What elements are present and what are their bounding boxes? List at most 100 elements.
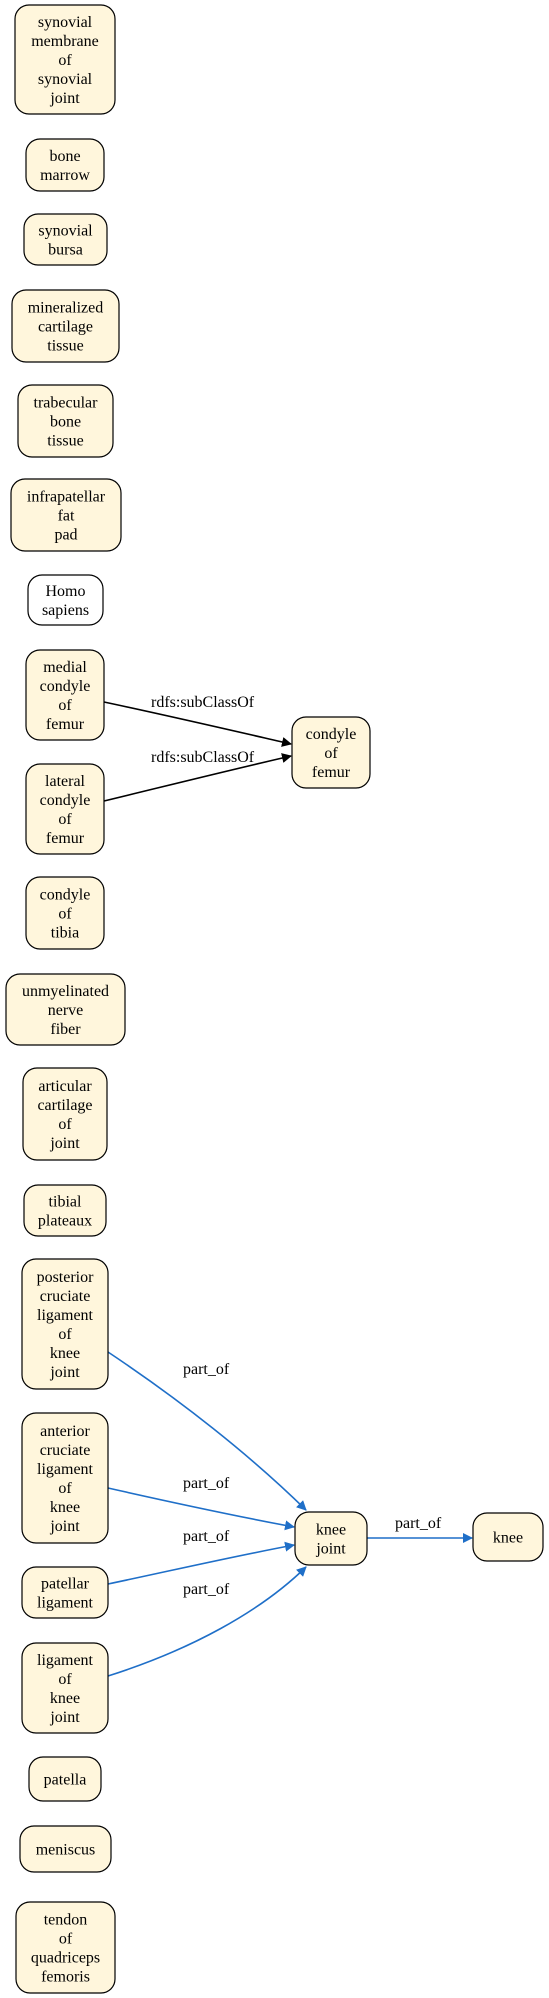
node-label-line: condyle [40, 886, 91, 903]
node-label-line: cruciate [40, 1442, 91, 1459]
node-label-line: tendon [44, 1911, 88, 1928]
node-synovial-bursa[interactable]: synovial bursa [23, 213, 108, 266]
node-condyle-of-tibia[interactable]: condyle of tibia [25, 876, 105, 950]
node-label-line: anterior [40, 1423, 90, 1440]
node-label-line: tibia [51, 924, 79, 941]
node-label-line: synovial [38, 222, 93, 239]
node-label-line: joint [49, 1364, 80, 1381]
node-label-line: tissue [47, 432, 83, 449]
node-box [294, 1511, 368, 1566]
edge-acl-part-of: part_of [107, 1475, 295, 1531]
edge-line [103, 701, 292, 747]
edge-ligament-part-of: part_of [107, 1566, 307, 1677]
node-label-line: pad [54, 526, 77, 543]
node-label-line: synovial [38, 14, 93, 31]
node-label-line: ligament [37, 1461, 94, 1478]
node-label-line: knee [493, 1529, 523, 1546]
node-label-line: lateral [45, 773, 86, 790]
node-label-line: joint [315, 1540, 346, 1557]
node-label-line: nerve [48, 1002, 84, 1019]
node-label-line: joint [49, 1518, 80, 1535]
edge-label: part_of [183, 1361, 230, 1378]
node-condyle-of-femur[interactable]: condyle of femur [291, 716, 371, 789]
node-box [27, 574, 104, 626]
node-lateral-condyle[interactable]: lateral condyle of femur [25, 763, 105, 855]
node-box [291, 716, 371, 789]
node-box [25, 763, 105, 855]
node-patella[interactable]: patella [28, 1756, 102, 1802]
node-label-line: mineralized [28, 299, 104, 316]
node-label-line: unmyelinated [22, 983, 109, 1000]
node-box [28, 1756, 102, 1802]
node-label-line: cartilage [38, 318, 93, 335]
node-label-line: knee [50, 1499, 80, 1516]
node-label-line: articular [38, 1078, 92, 1095]
edges-layer: rdfs:subClassOfrdfs:subClassOfpart_ofpar… [103, 694, 473, 1677]
node-patellar-ligament[interactable]: patellar ligament [21, 1566, 109, 1619]
node-label-line: of [58, 52, 72, 69]
node-box [23, 1184, 107, 1237]
node-label-line: bursa [48, 241, 83, 258]
node-knee[interactable]: knee [472, 1512, 544, 1562]
node-mineralized-cartilage[interactable]: mineralized cartilage tissue [11, 289, 120, 363]
node-label-line: ligament [37, 1307, 94, 1324]
node-label-line: of [324, 745, 338, 762]
node-label-line: quadriceps [31, 1949, 100, 1966]
node-meniscus[interactable]: meniscus [19, 1825, 112, 1873]
node-label-line: joint [49, 1135, 80, 1152]
node-box [25, 138, 105, 192]
node-label-line: femur [46, 716, 85, 733]
node-label-line: of [58, 1326, 72, 1343]
node-label-line: knee [50, 1345, 80, 1362]
node-label-line: patellar [41, 1575, 90, 1592]
edge-label: part_of [183, 1528, 230, 1545]
node-label-line: of [58, 905, 72, 922]
edge-knee-joint-part-of: part_of [366, 1515, 473, 1543]
node-label-line: ligament [37, 1594, 94, 1611]
edge-line [107, 1566, 307, 1677]
node-label-line: condyle [306, 726, 357, 743]
node-label-line: plateaux [38, 1212, 92, 1229]
node-acl[interactable]: anterior cruciate ligament of knee joint [21, 1412, 109, 1544]
node-label-line: femur [46, 830, 85, 847]
node-label-line: bone [49, 148, 80, 165]
node-box [21, 1258, 109, 1390]
node-box [22, 1067, 108, 1161]
node-box [21, 1412, 109, 1544]
node-label-line: cartilage [37, 1097, 92, 1114]
edge-line [107, 1487, 295, 1531]
node-label-line: tissue [47, 337, 83, 354]
node-label-line: of [58, 1671, 72, 1688]
node-label-line: trabecular [34, 394, 99, 411]
node-label-line: patella [44, 1771, 87, 1788]
node-box [15, 1901, 116, 1994]
node-label-line: of [59, 1930, 73, 1947]
node-label-line: condyle [40, 792, 91, 809]
edge-medial-subclass: rdfs:subClassOf [103, 694, 292, 747]
node-label-line: of [58, 811, 72, 828]
node-label-line: synovial [38, 71, 93, 88]
edge-label: part_of [395, 1515, 442, 1532]
node-label-line: joint [49, 1709, 80, 1726]
node-label-line: of [58, 1480, 72, 1497]
nodes-layer: synovialmembraneofsynovialjointbonemarro… [5, 4, 544, 1994]
node-label-line: femur [312, 764, 351, 781]
node-box [10, 478, 122, 552]
node-box [14, 4, 116, 115]
node-label-line: infrapatellar [27, 488, 106, 505]
node-box [21, 1566, 109, 1619]
edge-label: part_of [183, 1581, 230, 1598]
